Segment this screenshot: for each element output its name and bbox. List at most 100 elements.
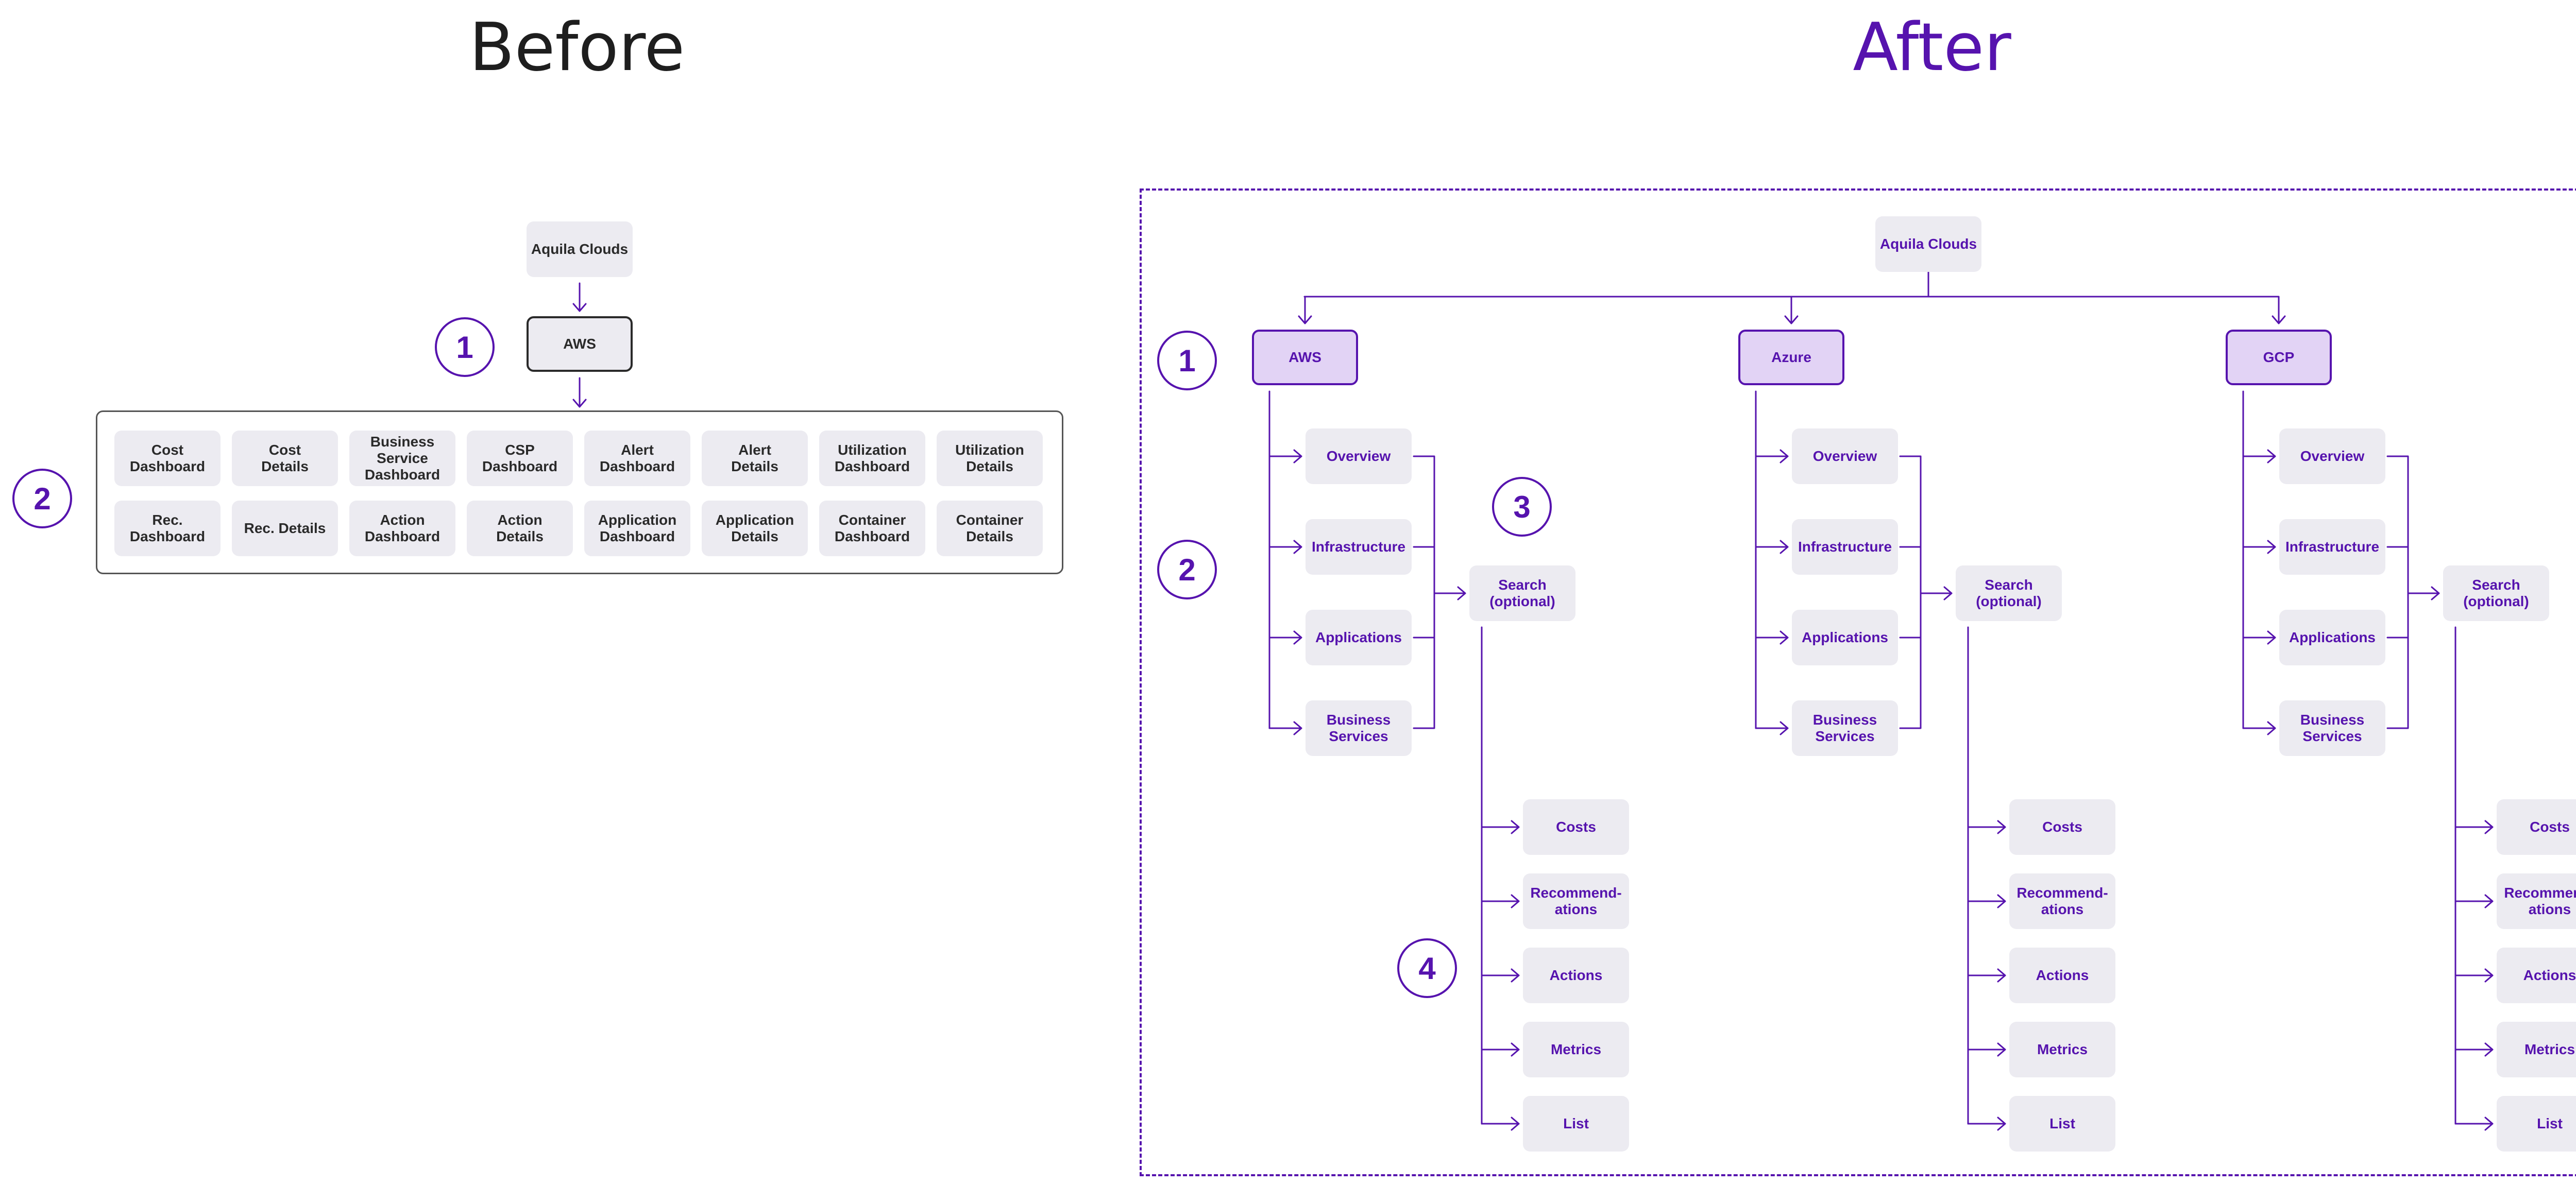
after-badge-2: 2 [1157,540,1217,599]
result-node: Costs [1523,799,1629,855]
section-bracket [2386,455,2409,729]
after-cloud-arrow [1298,296,1312,324]
result-arrow [2454,1117,2494,1131]
result-arrow [1481,894,1520,908]
before-page-node: Rec. Details [232,501,338,556]
result-node: Actions [2009,948,2115,1003]
section-arrow [1268,540,1302,554]
section-node: Applications [1306,610,1412,665]
result-arrow [1481,1042,1520,1057]
result-arrow [1481,820,1520,834]
result-node: Metrics [2497,1022,2576,1077]
after-cloud-arrow [2272,296,2286,324]
section-arrow [1755,721,1789,735]
result-node: List [2497,1096,2576,1152]
before-heading: Before [469,9,685,86]
result-node: Recommend-ations [2497,873,2576,929]
search-arrow [1433,586,1466,600]
after-root-node: Aquila Clouds [1875,216,1981,272]
before-page-node: Rec.Dashboard [114,501,221,556]
after-dashed-frame [1140,188,2576,1176]
result-arrow [1967,1042,2006,1057]
result-node: Actions [2497,948,2576,1003]
result-node: Actions [1523,948,1629,1003]
section-node: Overview [1306,428,1412,484]
result-node: List [2009,1096,2115,1152]
section-arrow [1755,630,1789,645]
section-node: Applications [1792,610,1898,665]
section-bracket [1413,455,1435,729]
cloud-node: GCP [2226,330,2332,385]
before-root-arrow [572,282,587,312]
result-arrow [1967,1117,2006,1131]
result-node: Metrics [1523,1022,1629,1077]
before-aws-node: AWS [527,316,633,372]
search-arrow [2407,586,2440,600]
section-arrow [1755,540,1789,554]
before-badge-1: 1 [435,317,495,377]
after-badge-4: 4 [1397,938,1457,998]
section-arrow [1268,721,1302,735]
section-arrow [2242,721,2276,735]
section-arrow [2242,630,2276,645]
result-arrow [1967,820,2006,834]
result-arrow [1967,894,2006,908]
after-badge-1: 1 [1157,331,1217,390]
section-arrow [1268,449,1302,463]
cloud-node: AWS [1252,330,1358,385]
section-bracket [1899,455,1922,729]
section-arrow [1268,630,1302,645]
search-node: Search(optional) [1469,565,1575,621]
after-badge-3: 3 [1492,477,1552,537]
result-arrow [1481,968,1520,983]
result-node: Recommend-ations [1523,873,1629,929]
result-node: Metrics [2009,1022,2115,1077]
section-arrow [1755,449,1789,463]
search-arrow [1920,586,1953,600]
search-node: Search(optional) [1956,565,2062,621]
section-arrow [2242,540,2276,554]
result-node: List [1523,1096,1629,1152]
section-node: Overview [2279,428,2385,484]
cloud-node: Azure [1738,330,1844,385]
section-arrow [2242,449,2276,463]
result-node: Recommend-ations [2009,873,2115,929]
result-node: Costs [2497,799,2576,855]
after-heading: After [1853,9,2011,86]
result-node: Costs [2009,799,2115,855]
search-node: Search(optional) [2443,565,2549,621]
result-arrow [2454,1042,2494,1057]
result-arrow [1967,968,2006,983]
result-arrow [2454,968,2494,983]
result-arrow [2454,820,2494,834]
before-root-node: Aquila Clouds [527,221,633,277]
before-pages-group [96,410,1063,574]
result-arrow [1481,1117,1520,1131]
section-node: Applications [2279,610,2385,665]
result-arrow [2454,894,2494,908]
section-node: Infrastructure [1792,519,1898,575]
section-node: Infrastructure [1306,519,1412,575]
section-node: Infrastructure [2279,519,2385,575]
before-aws-arrow [572,377,587,408]
before-badge-2: 2 [12,469,72,528]
section-node: Overview [1792,428,1898,484]
